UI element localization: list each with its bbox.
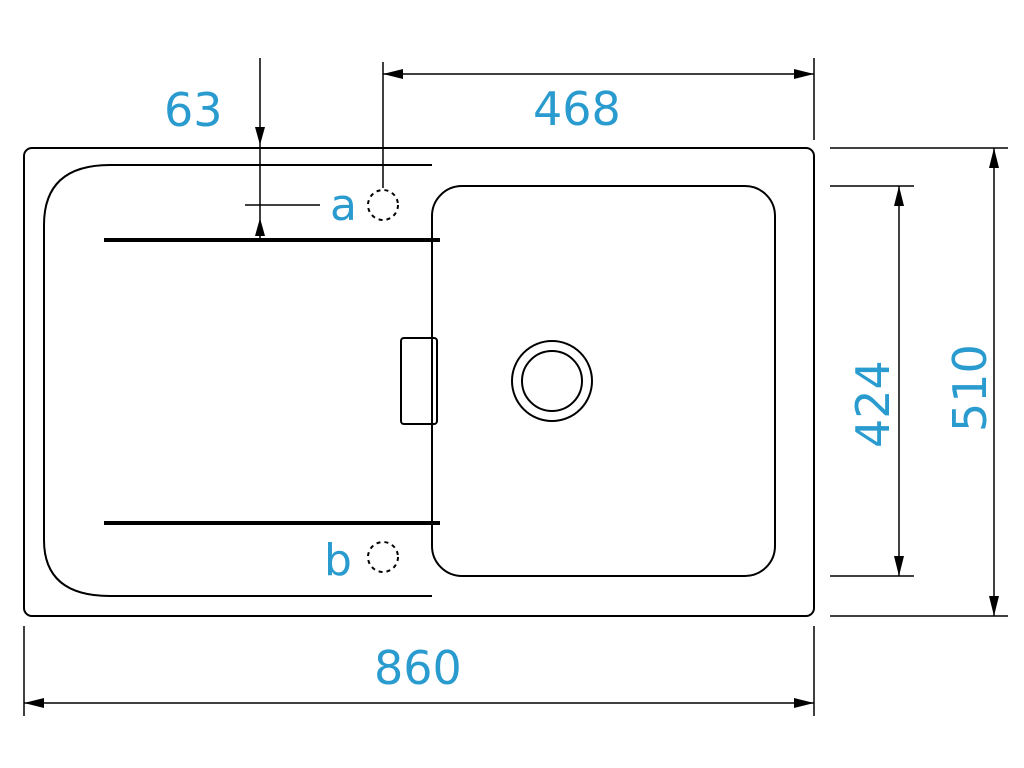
drain-inner-ring: [521, 350, 583, 412]
dim-63-label: 63: [164, 83, 223, 137]
dim-468-label: 468: [533, 82, 621, 136]
dim-510-arrow-bottom: [989, 596, 999, 616]
dim-860-arrow-right: [794, 698, 814, 708]
tap-hole-b-circle: [367, 541, 399, 573]
bowl-outline: [431, 185, 776, 577]
dim-860-arrow-left: [24, 698, 44, 708]
dim-63-arrow-top: [255, 127, 265, 145]
dim-63-arrow-bottom: [255, 218, 265, 236]
drainer-outline: [43, 164, 432, 597]
dim-468-arrow-left: [383, 69, 403, 79]
dim-510-arrow-top: [989, 148, 999, 168]
tap-hole-b-label: b: [324, 535, 352, 586]
dim-468-arrow-right: [794, 69, 814, 79]
dim-424-arrow-bottom: [894, 556, 904, 576]
tap-hole-a-label: a: [330, 180, 357, 231]
drain-outer-ring: [511, 340, 593, 422]
sink-outer-outline: [23, 147, 815, 617]
tap-hole-a-circle: [367, 189, 399, 221]
overflow-slot: [400, 337, 438, 425]
dim-860-label: 860: [374, 641, 462, 695]
dim-424-arrow-top: [894, 186, 904, 206]
dim-424-label: 424: [846, 360, 900, 448]
dim-510-label: 510: [943, 344, 997, 432]
